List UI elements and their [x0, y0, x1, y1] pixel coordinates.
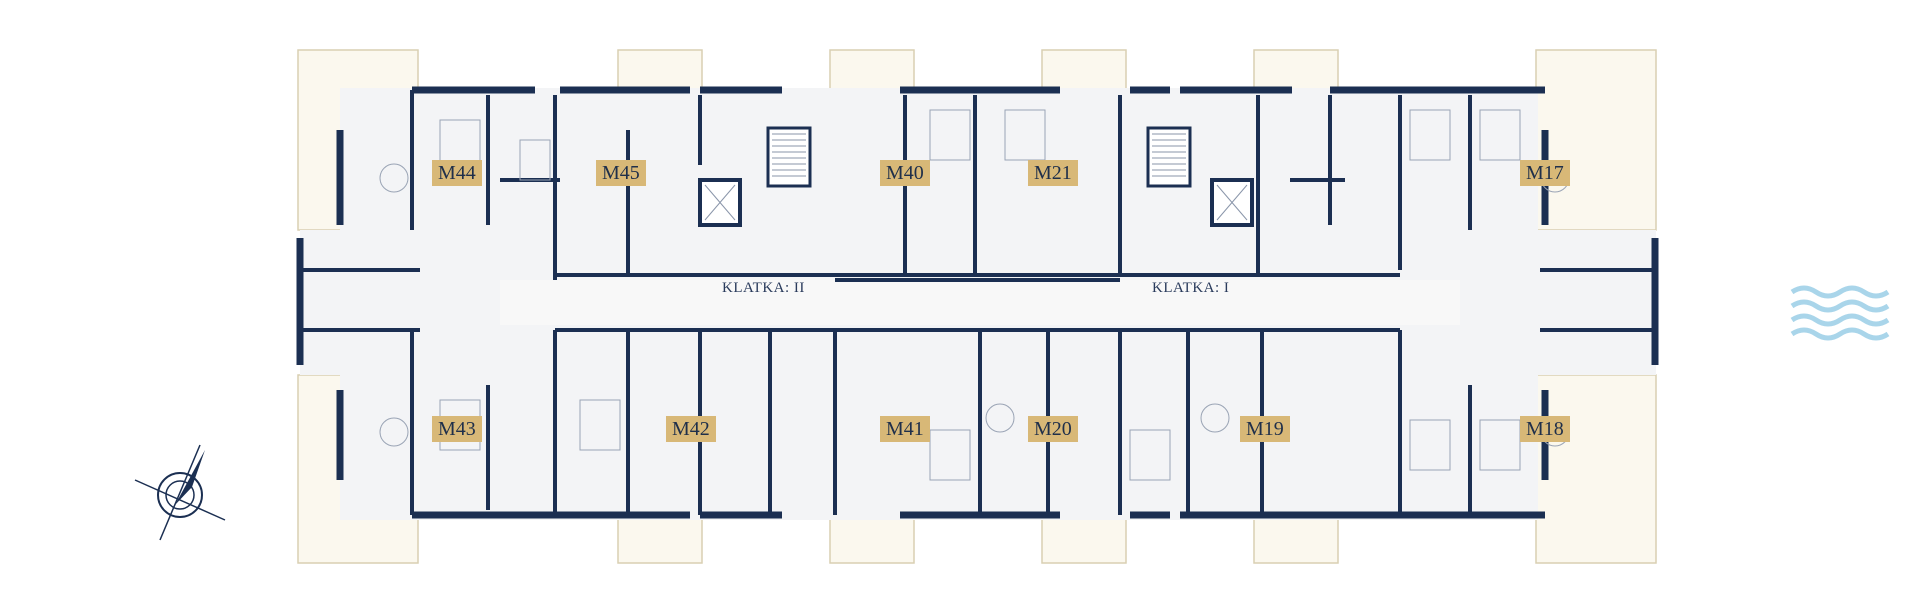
unit-tag-m20[interactable]: M20 — [1028, 416, 1078, 442]
elevator-ii — [698, 178, 742, 227]
unit-tag-m45[interactable]: M45 — [596, 160, 646, 186]
unit-tag-m42[interactable]: M42 — [666, 416, 716, 442]
water-waves-icon — [1790, 285, 1890, 341]
compass-icon — [134, 444, 226, 541]
unit-tag-m43[interactable]: M43 — [432, 416, 482, 442]
inner-walls — [300, 90, 1655, 515]
staircase-i — [1146, 126, 1192, 188]
unit-tag-m17[interactable]: M17 — [1520, 160, 1570, 186]
corridor — [500, 280, 1460, 325]
unit-tag-m40[interactable]: M40 — [880, 160, 930, 186]
unit-tag-m18[interactable]: M18 — [1520, 416, 1570, 442]
balcony-ne — [1535, 49, 1657, 231]
stairwell-label-ii: KLATKA: II — [722, 280, 805, 296]
unit-tag-m19[interactable]: M19 — [1240, 416, 1290, 442]
balcony-se — [1535, 374, 1657, 564]
staircase-ii — [766, 126, 812, 188]
unit-tag-m41[interactable]: M41 — [880, 416, 930, 442]
unit-tag-m21[interactable]: M21 — [1028, 160, 1078, 186]
elevator-i — [1210, 178, 1254, 227]
unit-tag-m44[interactable]: M44 — [432, 160, 482, 186]
stairwell-label-i: KLATKA: I — [1152, 280, 1230, 296]
